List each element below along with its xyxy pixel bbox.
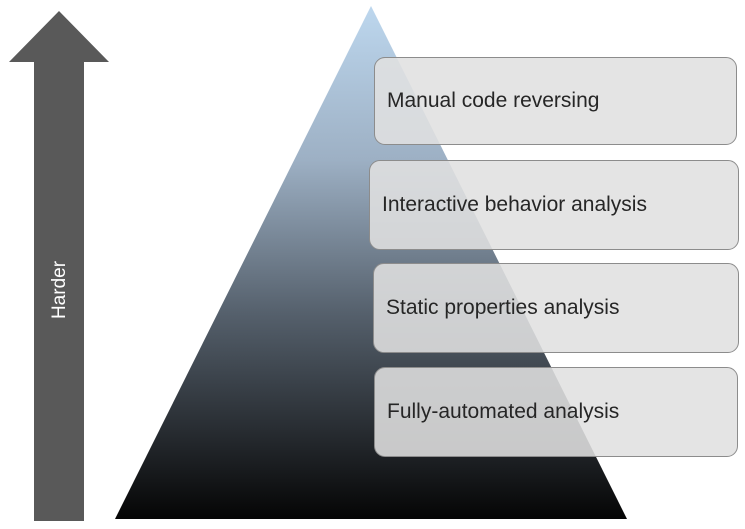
level-fully-automated-analysis: Fully-automated analysis bbox=[374, 367, 738, 457]
difficulty-arrow-label: Harder bbox=[49, 260, 70, 320]
difficulty-arrow-icon bbox=[9, 11, 109, 521]
level-static-properties-analysis: Static properties analysis bbox=[373, 263, 739, 353]
level-interactive-behavior-analysis: Interactive behavior analysis bbox=[369, 160, 739, 250]
level-manual-code-reversing: Manual code reversing bbox=[374, 57, 737, 145]
